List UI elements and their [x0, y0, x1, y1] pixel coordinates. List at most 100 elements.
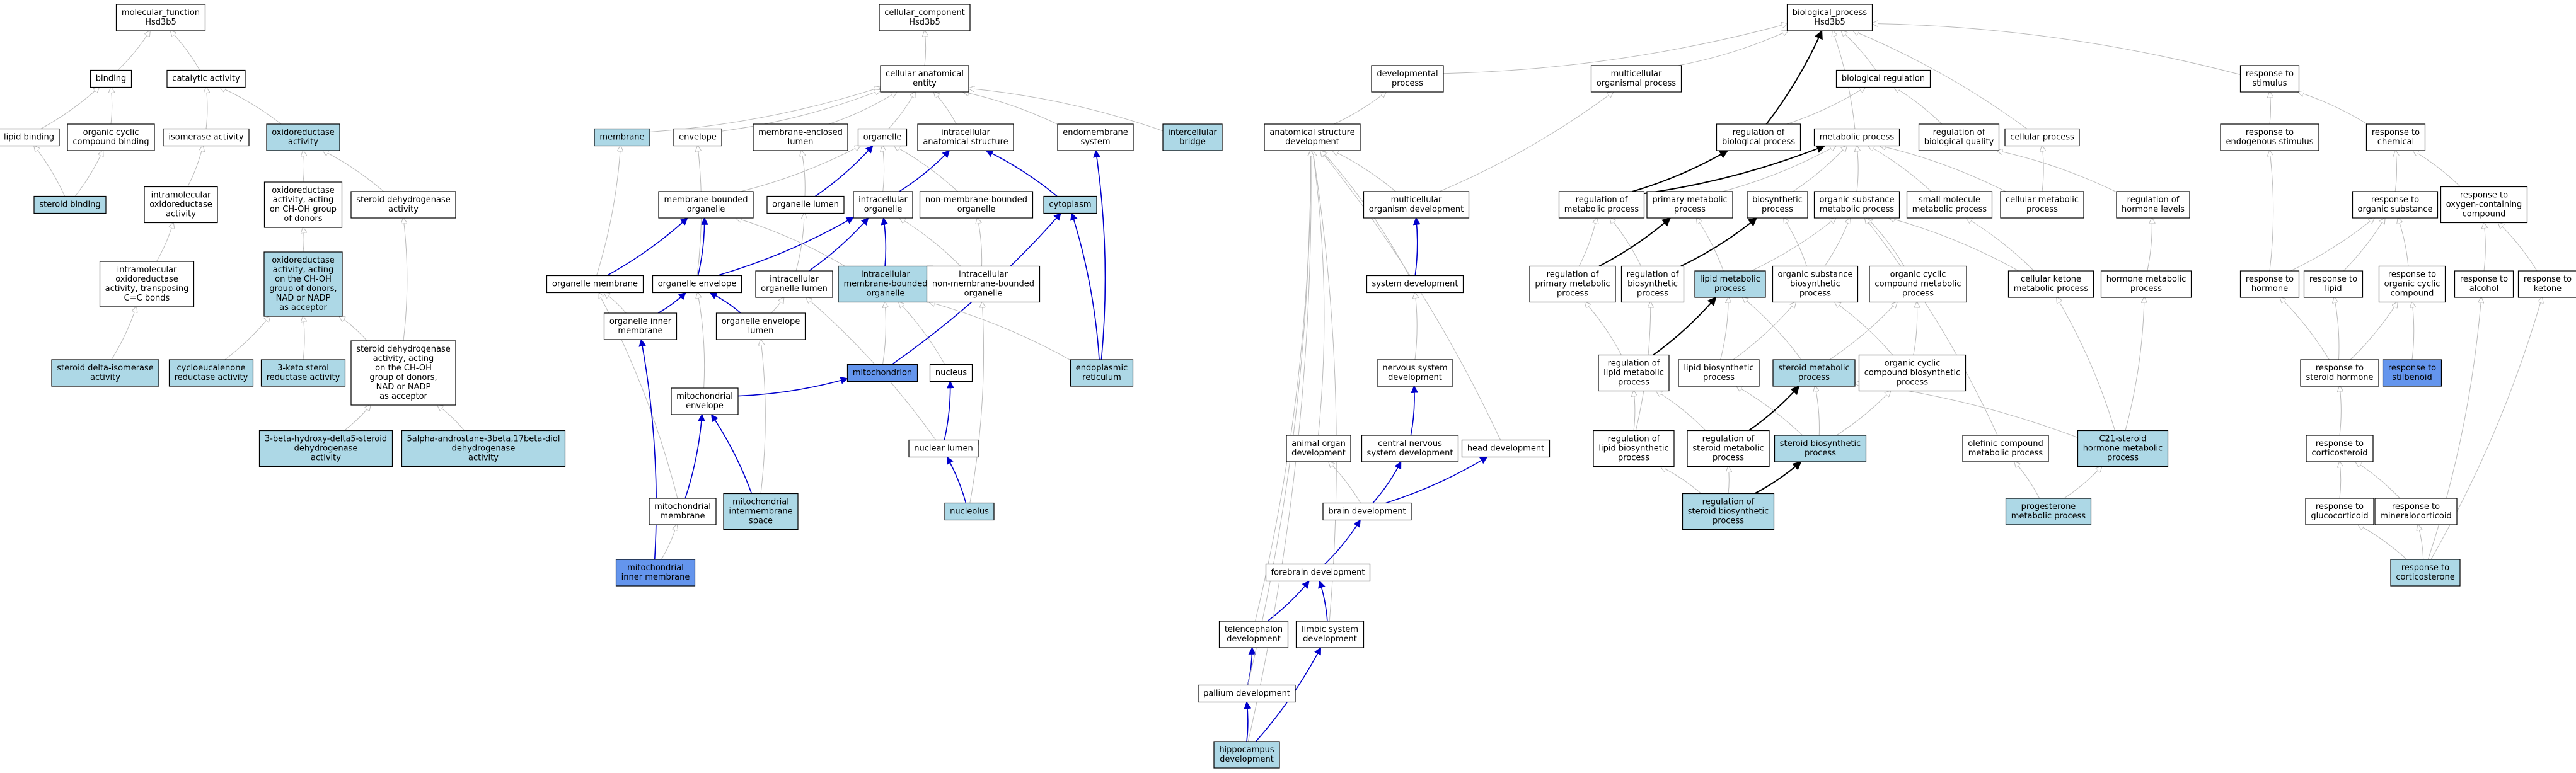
go-term-label: corticosterone — [2396, 573, 2454, 582]
go-term-label: oxidoreductase — [272, 186, 335, 195]
go-term-label: developmental — [1377, 69, 1438, 79]
go-term-box — [1558, 191, 1645, 219]
go-term-label: process — [1713, 517, 1744, 526]
go-term-label: biosynthetic — [1752, 195, 1803, 205]
is-a-edge — [1728, 467, 1729, 494]
go-term-label: response to — [2388, 270, 2436, 280]
go-term-label: mitochondrial — [676, 392, 733, 401]
go-term-label: primary metabolic — [1535, 280, 1610, 289]
go-term-node: intracellularnon-membrane-boundedorganel… — [926, 265, 1041, 303]
go-term-label: mineralocorticoid — [2380, 512, 2452, 521]
go-term-box — [2303, 270, 2364, 298]
go-term-label: activity, acting — [373, 354, 434, 364]
go-term-box — [2220, 123, 2319, 151]
go-term-label: binding — [96, 74, 126, 84]
go-term-box — [2116, 191, 2190, 219]
go-term-label: compound metabolic — [1874, 280, 1961, 289]
is-a-edge — [2398, 218, 2409, 266]
go-term-label: lipid metabolic — [1700, 275, 1760, 284]
go-term-label: brain development — [1328, 507, 1406, 517]
go-term-box — [917, 123, 1014, 151]
go-term-label: development — [1227, 634, 1281, 644]
is-a-edge — [156, 223, 173, 262]
is-a-edge — [1869, 146, 1932, 192]
is-a-edge — [1244, 701, 1252, 742]
go-term-label: on the CH-OH — [375, 364, 432, 373]
go-term-label: cellular metabolic — [2006, 195, 2079, 205]
is-a-edge — [1913, 302, 1917, 355]
is-a-edge — [1765, 30, 1823, 125]
go-term-box — [1590, 65, 1682, 93]
is-a-edge — [828, 92, 896, 125]
is-a-edge — [934, 92, 957, 125]
go-term-box — [908, 439, 979, 458]
go-term-label: as acceptor — [379, 392, 427, 401]
go-term-label: multicellular — [1391, 195, 1442, 205]
go-term-box — [258, 430, 393, 467]
go-term-label: steroid biosynthetic — [1688, 507, 1769, 517]
is-a-edge — [1751, 218, 1836, 272]
go-term-label: membrane-bounded — [664, 195, 748, 205]
go-term-label: hormone levels — [2122, 205, 2185, 214]
is-a-edge — [1865, 218, 1998, 436]
is-a-edge — [206, 88, 207, 129]
is-a-edge — [111, 307, 136, 360]
go-term-label: steroid metabolic — [1692, 444, 1764, 454]
is-a-edge — [1372, 461, 1402, 504]
go-term-node: organelle — [857, 128, 908, 147]
go-term-label: activity — [166, 210, 196, 219]
go-term-label: organic cyclic — [83, 128, 139, 137]
go-term-label: steroid metabolic — [1778, 364, 1849, 373]
go-term-label: telencephalon — [1225, 625, 1283, 634]
is-a-edge — [117, 31, 150, 71]
go-term-label: organic substance — [2358, 205, 2433, 214]
go-term-box — [879, 4, 971, 31]
go-term-label: metabolic process — [2014, 284, 2089, 294]
go-term-box — [1772, 265, 1859, 303]
is-a-edge — [814, 145, 874, 197]
is-a-edge — [882, 146, 884, 192]
go-term-box — [1322, 502, 1412, 521]
go-term-label: pallium development — [1203, 689, 1290, 699]
is-a-edge — [1793, 146, 1847, 192]
go-term-box — [1858, 354, 1967, 392]
is-a-edge — [2355, 462, 2400, 499]
go-term-box — [671, 387, 739, 415]
go-term-label: mitochondrial — [732, 498, 789, 507]
is-a-edge — [2290, 218, 2374, 272]
go-term-label: head development — [1467, 444, 1544, 454]
go-term-label: NAD or NADP — [276, 294, 331, 303]
go-term-box — [2440, 186, 2528, 224]
go-term-box — [1962, 435, 2049, 462]
go-term-box — [1461, 439, 1551, 458]
go-term-label: intermembrane — [729, 507, 792, 517]
go-term-label: process — [2130, 284, 2162, 294]
go-term-box — [2374, 498, 2458, 525]
go-term-box — [1265, 563, 1371, 582]
go-term-label: organelle — [957, 205, 996, 214]
is-a-edge — [900, 218, 961, 266]
go-term-box — [2305, 498, 2374, 525]
go-term-label: cellular ketone — [2021, 275, 2081, 284]
is-a-edge — [2498, 223, 2538, 272]
go-term-box — [1162, 123, 1223, 151]
go-term-label: space — [749, 517, 773, 526]
is-a-edge — [34, 146, 66, 197]
is-a-edge — [340, 316, 367, 341]
is-a-edge — [2412, 302, 2414, 360]
